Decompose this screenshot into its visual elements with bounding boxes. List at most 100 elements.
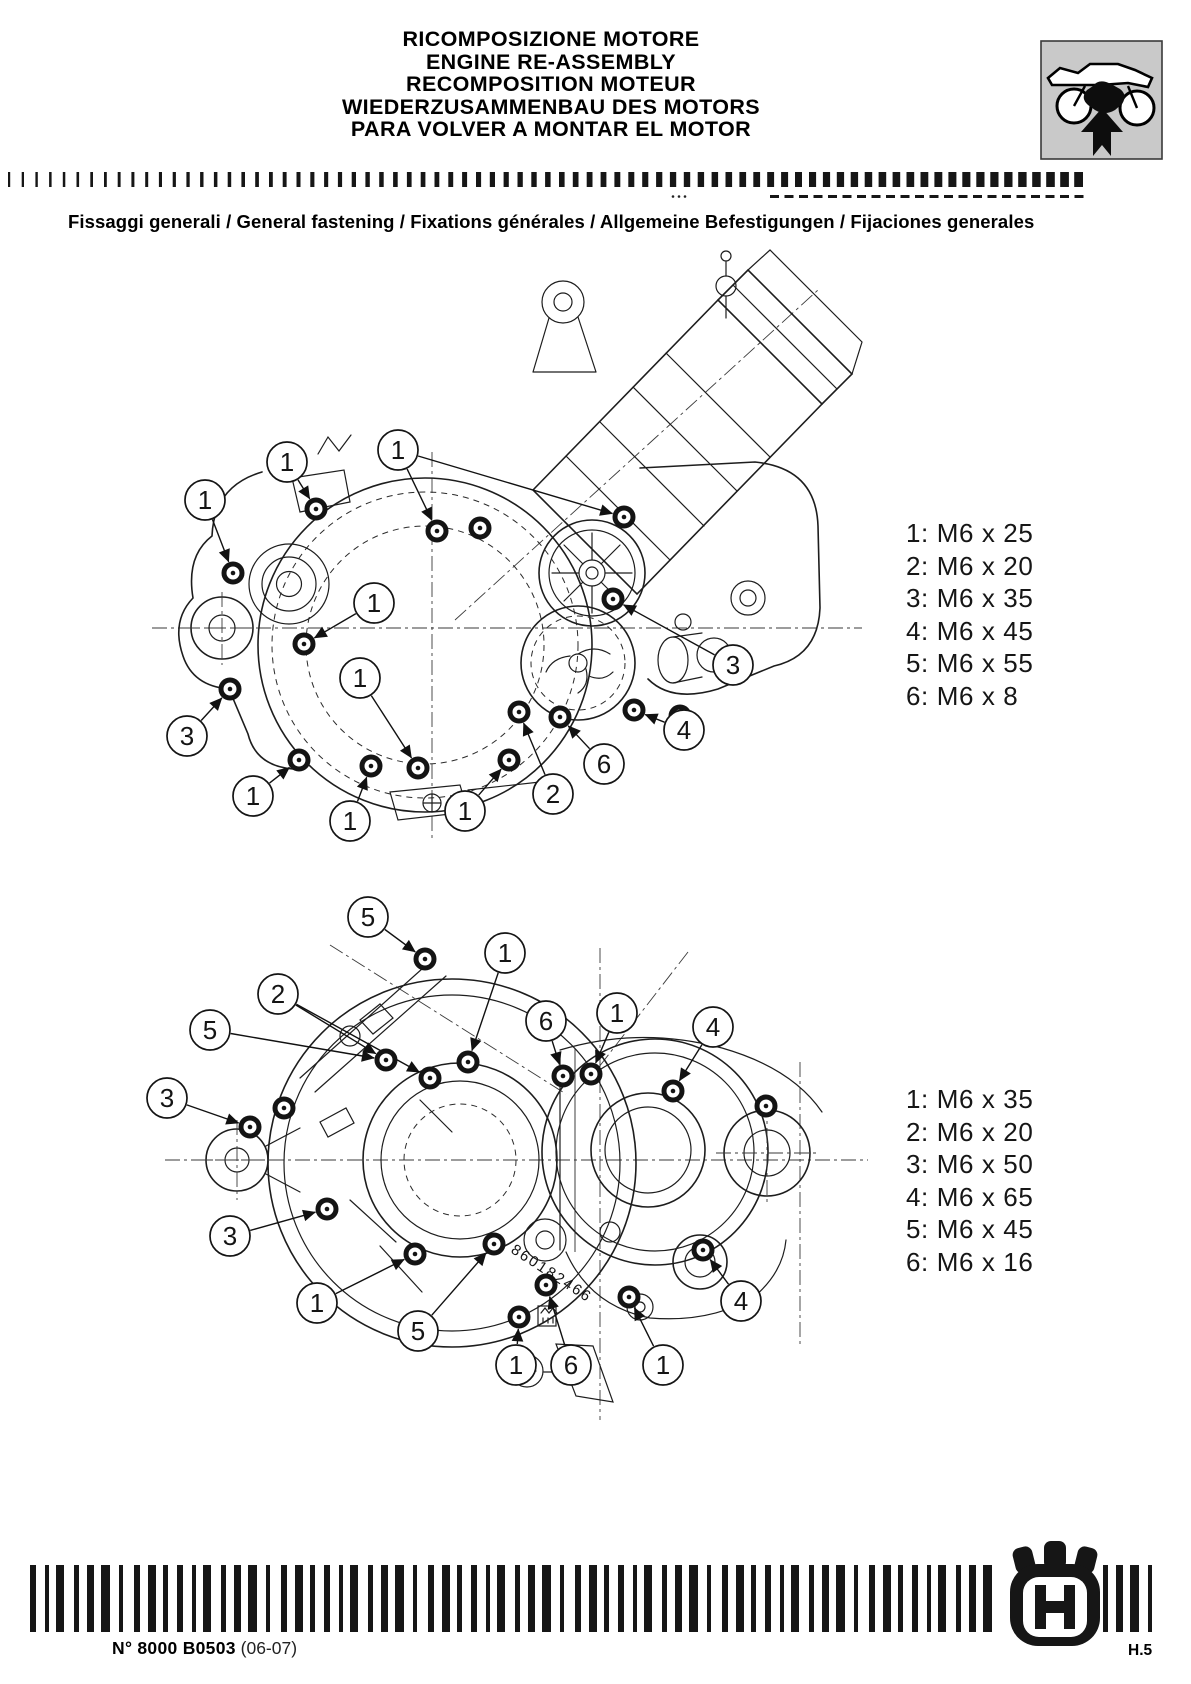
callout-leader <box>230 1032 375 1062</box>
svg-text:1: 1 <box>310 1288 324 1318</box>
callout-leader <box>200 697 223 721</box>
svg-text:1: 1 <box>509 1350 523 1380</box>
svg-text:1: 1 <box>246 781 260 811</box>
callout-leader <box>633 1307 655 1347</box>
legend-line: 5: M6 x 45 <box>906 1214 1034 1245</box>
svg-text:5: 5 <box>203 1015 217 1045</box>
callout-1: 1 <box>339 657 381 699</box>
callout-leader <box>478 768 502 796</box>
doc-edition: (06-07) <box>240 1638 298 1658</box>
callout-leader <box>269 766 290 784</box>
svg-text:4: 4 <box>677 715 691 745</box>
callout-4: 4 <box>663 709 705 751</box>
callout-leader <box>595 1032 610 1064</box>
callout-2: 2 <box>532 773 574 815</box>
legend-line: 6: M6 x 8 <box>906 680 1019 711</box>
callout-leader <box>417 455 614 516</box>
husqvarna-logo <box>1000 1541 1100 1646</box>
callout-6: 6 <box>550 1344 592 1386</box>
callout-leader <box>678 1044 703 1082</box>
svg-text:3: 3 <box>223 1221 237 1251</box>
callout-leader <box>511 1328 524 1345</box>
callout-leader <box>211 519 230 563</box>
callout-leader <box>547 1295 566 1346</box>
chapter-icon-box <box>1040 40 1163 160</box>
callout-5: 5 <box>347 896 389 938</box>
title-line: PARA VOLVER A MONTAR EL MOTOR <box>350 117 752 142</box>
callout-leader <box>186 1104 240 1125</box>
callout-3: 3 <box>146 1077 188 1119</box>
callout-leader <box>384 928 416 953</box>
svg-text:1: 1 <box>656 1350 670 1380</box>
callout-leader <box>709 1259 730 1285</box>
callout-leader <box>250 1209 316 1232</box>
callout-1: 1 <box>266 441 308 483</box>
svg-text:1: 1 <box>367 588 381 618</box>
svg-text:1: 1 <box>498 938 512 968</box>
section-title: Fissaggi generali / General fastening / … <box>68 211 1035 232</box>
callout-1: 1 <box>232 775 274 817</box>
callout-1: 1 <box>329 800 371 842</box>
legend-line: 2: M6 x 20 <box>906 550 1034 581</box>
callout-leader <box>550 1040 562 1066</box>
engine-icon <box>1083 81 1125 113</box>
svg-text:5: 5 <box>411 1316 425 1346</box>
callout-3: 3 <box>209 1215 251 1257</box>
legend-line: 3: M6 x 35 <box>906 583 1034 614</box>
title-line: ENGINE RE-ASSEMBLY <box>425 49 677 74</box>
callout-leader <box>370 695 413 759</box>
svg-text:1: 1 <box>458 796 472 826</box>
callout-4: 4 <box>692 1006 734 1048</box>
separator-bars <box>8 172 1083 187</box>
callout-4: 4 <box>720 1280 762 1322</box>
legend-line: 1: M6 x 35 <box>906 1084 1034 1114</box>
callout-leader <box>470 972 499 1052</box>
svg-text:1: 1 <box>391 435 405 465</box>
document-number: N° 8000 B0503 (06-07) <box>112 1638 297 1659</box>
callout-1: 1 <box>296 1282 338 1324</box>
title-line: RICOMPOSIZIONE MOTORE <box>402 27 700 51</box>
callout-6: 6 <box>525 1000 567 1042</box>
svg-text:1: 1 <box>343 806 357 836</box>
callout-leader <box>522 722 546 775</box>
svg-text:1: 1 <box>610 998 624 1028</box>
callout-leader <box>295 1004 377 1055</box>
svg-text:2: 2 <box>271 979 285 1009</box>
svg-text:5: 5 <box>361 902 375 932</box>
callout-1: 1 <box>596 992 638 1034</box>
legend-line: 3: M6 x 50 <box>906 1149 1034 1180</box>
callout-3: 3 <box>166 715 208 757</box>
callout-leader <box>313 612 357 639</box>
callout-3: 3 <box>712 644 754 686</box>
arrow-up-icon <box>1081 108 1123 156</box>
doc-number: N° 8000 B0503 <box>112 1638 236 1658</box>
callout-5: 5 <box>189 1009 231 1051</box>
legend-line: 5: M6 x 55 <box>906 648 1034 679</box>
page-number: H.5 <box>1128 1642 1153 1659</box>
svg-text:3: 3 <box>180 721 194 751</box>
callout-5: 5 <box>397 1310 439 1352</box>
callout-leader <box>406 468 433 521</box>
motorcycle-icon <box>1046 62 1156 127</box>
svg-text:3: 3 <box>726 650 740 680</box>
svg-text:1: 1 <box>280 447 294 477</box>
callout-1: 1 <box>353 582 395 624</box>
casting-number: 860182466 <box>508 1241 595 1306</box>
callout-leader <box>644 713 665 725</box>
title-line: WIEDERZUSAMMENBAU DES MOTORS <box>341 94 761 119</box>
svg-text:6: 6 <box>597 749 611 779</box>
legend-line: 1: M6 x 25 <box>906 518 1034 548</box>
svg-text:1: 1 <box>353 663 367 693</box>
legend-line: 4: M6 x 45 <box>906 615 1034 646</box>
svg-text:6: 6 <box>539 1006 553 1036</box>
callout-1: 1 <box>495 1344 537 1386</box>
separator-dashes <box>671 195 1084 198</box>
callout-1: 1 <box>642 1344 684 1386</box>
callout-1: 1 <box>444 790 486 832</box>
legend-line: 4: M6 x 65 <box>906 1181 1034 1212</box>
